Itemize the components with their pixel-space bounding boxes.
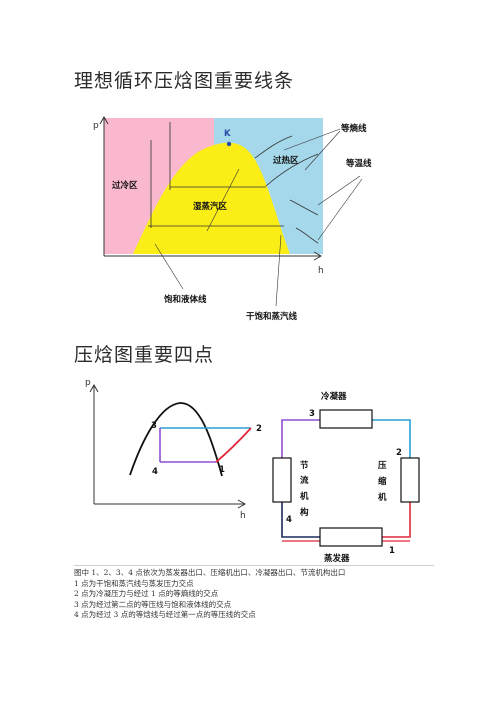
leader-line	[154, 243, 184, 290]
notes-caption: 图中 1、2、3、4 点依次为蒸发器出口、压缩机出口、冷凝器出口、节流机构出口	[74, 565, 434, 579]
note-point-2: 2 点为冷凝压力与经过 1 点的等熵线的交点	[74, 589, 219, 598]
p-axis-arrow-icon	[99, 115, 109, 125]
isentropic-curve	[254, 135, 293, 159]
saturated-vapor-line-label: 干饱和蒸汽线	[246, 311, 298, 322]
leader-line	[304, 130, 341, 171]
subcooled-region-label: 过冷区	[112, 180, 138, 191]
critical-point-k-label: K	[224, 129, 231, 139]
leader-line	[206, 168, 240, 232]
p-axis-label: p	[93, 121, 99, 131]
superheated-region-label: 过热区	[273, 155, 299, 166]
isotherm-curve	[289, 199, 319, 216]
isotherm-line-label: 等温线	[345, 158, 372, 169]
h-axis-label: h	[318, 266, 324, 276]
leader-line	[317, 178, 363, 241]
leader-line	[275, 234, 282, 307]
section-title-lines: 理想循环压焓图重要线条	[74, 70, 295, 92]
section-title-points: 压焓图重要四点	[74, 344, 215, 366]
isentropic-line-label: 等熵线	[340, 123, 367, 134]
h-axis-arrow-icon	[313, 251, 323, 261]
saturated-liquid-line-label: 饱和液体线	[163, 294, 207, 305]
leader-line	[283, 128, 341, 151]
note-point-1: 1 点为干饱和蒸汽线与蒸发压力交点	[74, 578, 194, 588]
note-point-3: 3 点为经过第二点的等压线与饱和液体线的交点	[74, 599, 232, 609]
wet-vapor-region-label: 湿蒸汽区	[193, 201, 228, 212]
critical-point-marker	[226, 141, 232, 147]
leader-line	[317, 175, 361, 206]
isentropic-curve	[265, 153, 319, 187]
isotherm-curve	[295, 227, 319, 244]
notes-block: 图中 1、2、3、4 点依次为蒸发器出口、压缩机出口、冷凝器出口、节流机构出口 …	[74, 565, 434, 621]
note-point-4: 4 点为经过 3 点的等焓线与经过第一点的等压线的交点	[74, 610, 256, 619]
